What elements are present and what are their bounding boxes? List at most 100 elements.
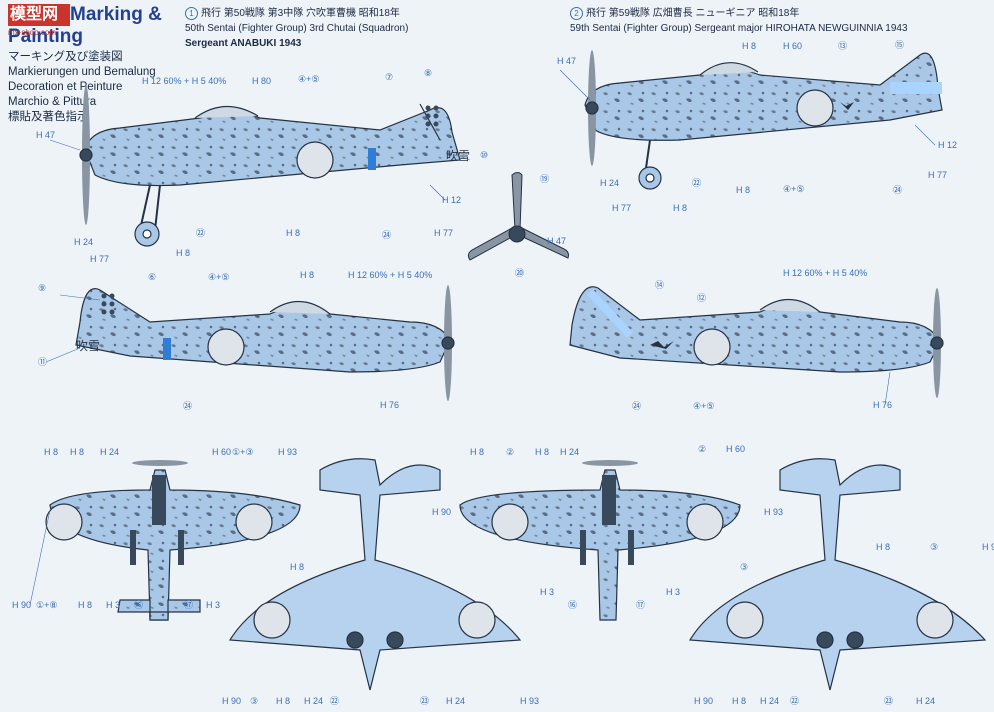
callout-h8: H 8 xyxy=(286,228,300,238)
callout-h8: H 8 xyxy=(78,600,92,610)
callout-h93: H 93 xyxy=(278,447,297,457)
callout-h8: H 8 xyxy=(44,447,58,457)
callout-16: ⑯ xyxy=(134,600,143,610)
callout-h12: H 12 xyxy=(938,140,957,150)
callout-2: ② xyxy=(506,447,514,457)
callout-h3: H 3 xyxy=(666,587,680,597)
callout-h8: H 8 xyxy=(176,248,190,258)
callout-h24: H 24 xyxy=(304,696,323,706)
callout-h8: H 8 xyxy=(736,185,750,195)
logo: 模型网 xyxy=(8,4,70,26)
callout-15: ⑮ xyxy=(895,40,904,50)
callout-h24: H 24 xyxy=(600,178,619,188)
callout-h47: H 47 xyxy=(547,236,566,246)
top-view-2 xyxy=(459,460,741,621)
callout-1p8: ①+⑧ xyxy=(36,600,57,610)
callout-h77: H 77 xyxy=(434,228,453,238)
bottom-view-1 xyxy=(228,458,522,691)
propeller-view xyxy=(467,172,569,261)
callout-h3: H 3 xyxy=(540,587,554,597)
callout-22: ㉒ xyxy=(196,228,205,238)
callout-h8: H 8 xyxy=(876,542,890,552)
callout-labels: H 12 60% + H 5 40% H 80 H 47 ④+⑤ ⑦ ⑧ ⑩ H… xyxy=(12,40,994,706)
victory-marks xyxy=(425,105,439,127)
callout-24: ㉔ xyxy=(183,401,192,411)
callout-h93: H 93 xyxy=(982,542,994,552)
callout-24: ㉔ xyxy=(382,230,391,240)
callout-h24: H 24 xyxy=(446,696,465,706)
callout-h12-60: H 12 60% + H 5 40% xyxy=(783,268,867,278)
callout-7: ⑦ xyxy=(385,72,393,82)
callout-1p3: ①+③ xyxy=(232,447,253,457)
callout-h8: H 8 xyxy=(742,41,756,51)
callout-h8: H 8 xyxy=(535,447,549,457)
callout-h90: H 90 xyxy=(694,696,713,706)
fuselage-kanji: 吹雪 xyxy=(76,339,100,353)
callout-h47: H 47 xyxy=(36,130,55,140)
side-view-2b xyxy=(569,286,944,398)
callout-22: ㉒ xyxy=(692,178,701,188)
callout-h60: H 60 xyxy=(212,447,231,457)
callout-h8: H 8 xyxy=(70,447,84,457)
callout-4p5: ④+⑤ xyxy=(298,74,319,84)
callout-16: ⑯ xyxy=(568,600,577,610)
callout-h60: H 60 xyxy=(783,41,802,51)
callout-h77: H 77 xyxy=(928,170,947,180)
callout-h8: H 8 xyxy=(732,696,746,706)
callout-23: ㉓ xyxy=(884,696,893,706)
callout-9: ⑨ xyxy=(38,283,46,293)
header: 模型网 Marking & Painting マーキング及び塗装図 Markie… xyxy=(8,4,188,125)
callout-h47: H 47 xyxy=(557,56,576,66)
caption-en-2: Sergeant ANABUKI 1943 xyxy=(185,38,302,49)
lang-cn: 標貼及著色指示 xyxy=(8,111,89,123)
callout-12: ⑫ xyxy=(697,293,706,303)
callout-h77: H 77 xyxy=(612,203,631,213)
callout-h24: H 24 xyxy=(916,696,935,706)
callout-19: ⑲ xyxy=(540,174,549,184)
callout-h76: H 76 xyxy=(873,400,892,410)
callout-23: ㉓ xyxy=(420,696,429,706)
callout-h90: H 90 xyxy=(12,600,31,610)
callout-13: ⑬ xyxy=(838,41,847,51)
callout-20: ⑳ xyxy=(515,268,524,278)
lang-it: Marchio & Pittura xyxy=(8,96,97,108)
callout-6: ⑥ xyxy=(148,272,156,282)
lang-jp: マーキング及び塗装図 xyxy=(8,51,123,63)
callout-11: ⑪ xyxy=(38,357,47,367)
callout-h76: H 76 xyxy=(380,400,399,410)
callout-h12-60: H 12 60% + H 5 40% xyxy=(142,76,226,86)
page-title: 模型网 Marking & Painting xyxy=(8,4,188,48)
callout-h8: H 8 xyxy=(276,696,290,706)
callout-24: ㉔ xyxy=(632,401,641,411)
scheme-number: 1 xyxy=(185,7,198,20)
callout-h80: H 80 xyxy=(252,76,271,86)
callout-h77: H 77 xyxy=(90,254,109,264)
callout-h60: H 60 xyxy=(726,444,745,454)
callout-14: ⑭ xyxy=(655,280,664,290)
scheme-number: 2 xyxy=(570,7,583,20)
callout-h93: H 93 xyxy=(764,507,783,517)
side-view-1b: 吹雪 xyxy=(75,285,455,401)
victory-marks xyxy=(101,293,115,315)
callout-24: ㉔ xyxy=(893,185,902,195)
callout-h12-60: H 12 60% + H 5 40% xyxy=(348,270,432,280)
callout-17: ⑰ xyxy=(184,600,193,610)
callout-4p5: ④+⑤ xyxy=(208,272,229,282)
callout-h12: H 12 xyxy=(442,195,461,205)
callout-h24: H 24 xyxy=(560,447,579,457)
side-view-2a xyxy=(584,50,943,190)
callout-22: ㉒ xyxy=(330,696,339,706)
top-view-1 xyxy=(45,460,301,621)
callout-h8: H 8 xyxy=(300,270,314,280)
logo-subtext: mx-shop.com xyxy=(8,28,57,37)
bottom-view-2 xyxy=(688,458,987,691)
callout-3: ③ xyxy=(250,696,258,706)
callout-22: ㉒ xyxy=(790,696,799,706)
caption-en-1: 59th Sentai (Fighter Group) Sergeant maj… xyxy=(570,23,908,34)
callout-2: ② xyxy=(698,444,706,454)
callout-h8: H 8 xyxy=(290,562,304,572)
callout-3: ③ xyxy=(930,542,938,552)
